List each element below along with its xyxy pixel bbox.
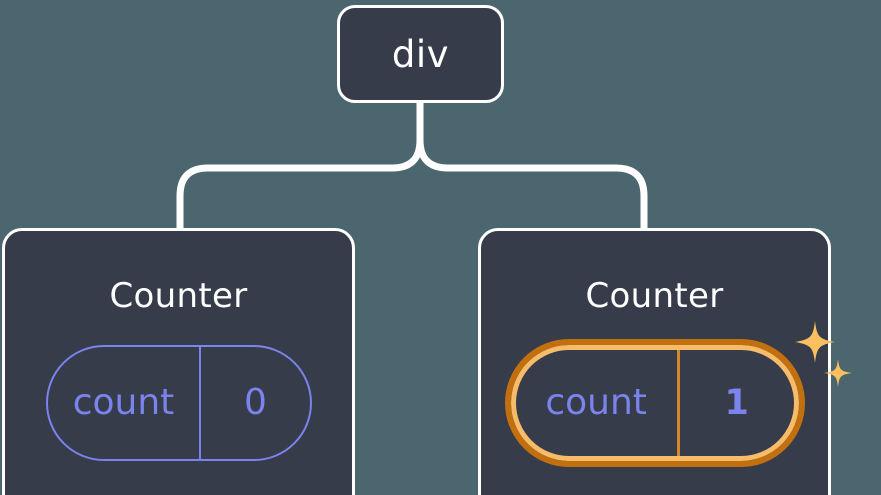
state-key-label-left: count	[72, 382, 175, 423]
sparkle-small-icon	[823, 359, 852, 387]
node-counter-right-title: Counter	[585, 276, 724, 316]
state-pill-wrapper-left: count 0	[45, 345, 312, 461]
state-value-cell-left: 0	[199, 347, 309, 459]
edge-root-to-left-counter	[176, 96, 424, 236]
state-key-label-right: count	[545, 382, 647, 423]
state-pill-right[interactable]: count 1	[504, 339, 805, 467]
node-counter-left[interactable]: Counter count 0	[2, 228, 355, 495]
state-key-cell-left: count	[48, 347, 200, 459]
state-value-label-left: 0	[244, 382, 267, 423]
state-value-label-right: 1	[724, 382, 749, 423]
node-counter-right[interactable]: Counter count 1	[478, 228, 852, 495]
node-div-label: div	[391, 32, 450, 76]
state-pill-wrapper-right: count 1	[504, 321, 852, 467]
edge-root-to-right-counter	[416, 96, 648, 236]
node-counter-left-title: Counter	[109, 276, 248, 316]
state-key-cell-right: count	[516, 350, 677, 456]
sparkle-large-icon	[794, 321, 835, 363]
state-value-cell-right: 1	[676, 350, 794, 456]
state-pill-left[interactable]: count 0	[45, 345, 312, 461]
sparkle-icon	[794, 321, 852, 387]
node-div[interactable]: div	[337, 5, 504, 103]
